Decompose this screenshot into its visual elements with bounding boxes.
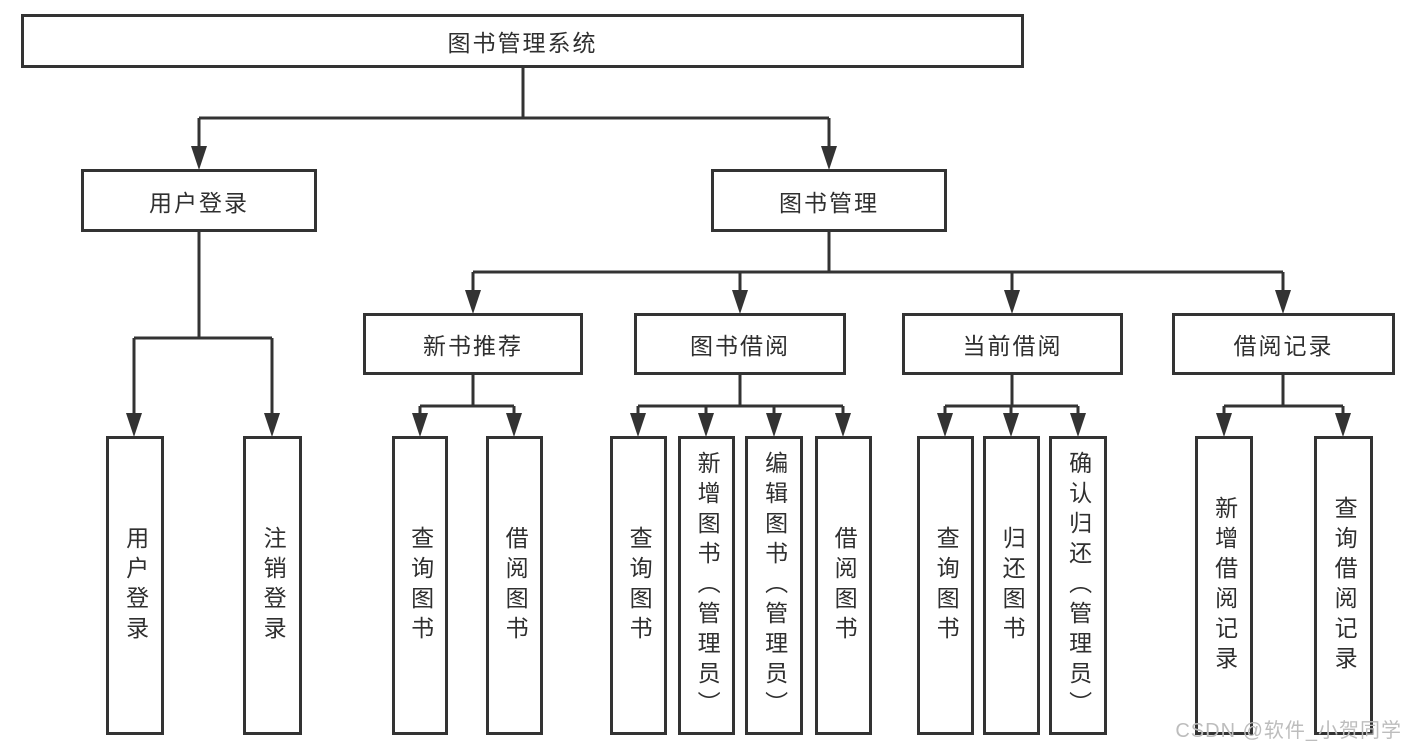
node-label: 查询图书 [626,525,653,646]
node-label: 查询图书 [933,525,960,646]
node-label: 归还图书 [999,525,1026,646]
node-label: 新书推荐 [423,333,523,359]
node-leaf-query-books-borrowing: 查询图书 [610,436,667,735]
node-label: 确认归还（管理员） [1065,450,1092,721]
node-leaf-borrow-books-recommend: 借阅图书 [486,436,543,735]
node-label: 借阅图书 [502,525,529,646]
node-label: 图书管理 [779,189,879,216]
node-new-book-recommend: 新书推荐 [363,313,583,375]
node-leaf-logout: 注销登录 [243,436,302,735]
node-leaf-return-books: 归还图书 [983,436,1040,735]
node-label: 借阅图书 [831,525,858,646]
node-leaf-confirm-return-admin: 确认归还（管理员） [1049,436,1107,735]
node-leaf-edit-books-admin: 编辑图书（管理员） [745,436,803,735]
node-label: 用户登录 [149,189,249,216]
node-label: 当前借阅 [962,333,1063,359]
node-leaf-query-books-current: 查询图书 [917,436,974,735]
node-leaf-borrow-books-borrowing: 借阅图书 [815,436,872,735]
node-leaf-query-borrow-record: 查询借阅记录 [1314,436,1373,735]
node-label: 查询图书 [407,525,434,646]
node-label: 图书管理系统 [447,30,598,56]
node-leaf-user-login: 用户登录 [106,436,164,735]
node-book-management: 图书管理 [711,169,947,232]
node-label: 查询借阅记录 [1331,495,1358,676]
node-label: 注销登录 [260,525,287,646]
node-user-login-group: 用户登录 [81,169,317,232]
node-label: 借阅记录 [1233,333,1334,359]
node-book-borrowing: 图书借阅 [634,313,846,375]
node-label: 新增借阅记录 [1211,495,1238,676]
node-library-management-system: 图书管理系统 [21,14,1024,68]
node-label: 图书借阅 [690,333,790,359]
node-label: 编辑图书（管理员） [761,450,788,721]
node-leaf-add-borrow-record: 新增借阅记录 [1195,436,1253,735]
node-borrowing-records: 借阅记录 [1172,313,1395,375]
node-current-borrowing: 当前借阅 [902,313,1123,375]
node-label: 新增图书（管理员） [694,450,721,721]
node-leaf-add-books-admin: 新增图书（管理员） [678,436,735,735]
node-label: 用户登录 [122,525,149,646]
csdn-watermark: CSDN @软件_小贺同学 [1175,720,1402,742]
node-leaf-query-books-recommend: 查询图书 [392,436,448,735]
